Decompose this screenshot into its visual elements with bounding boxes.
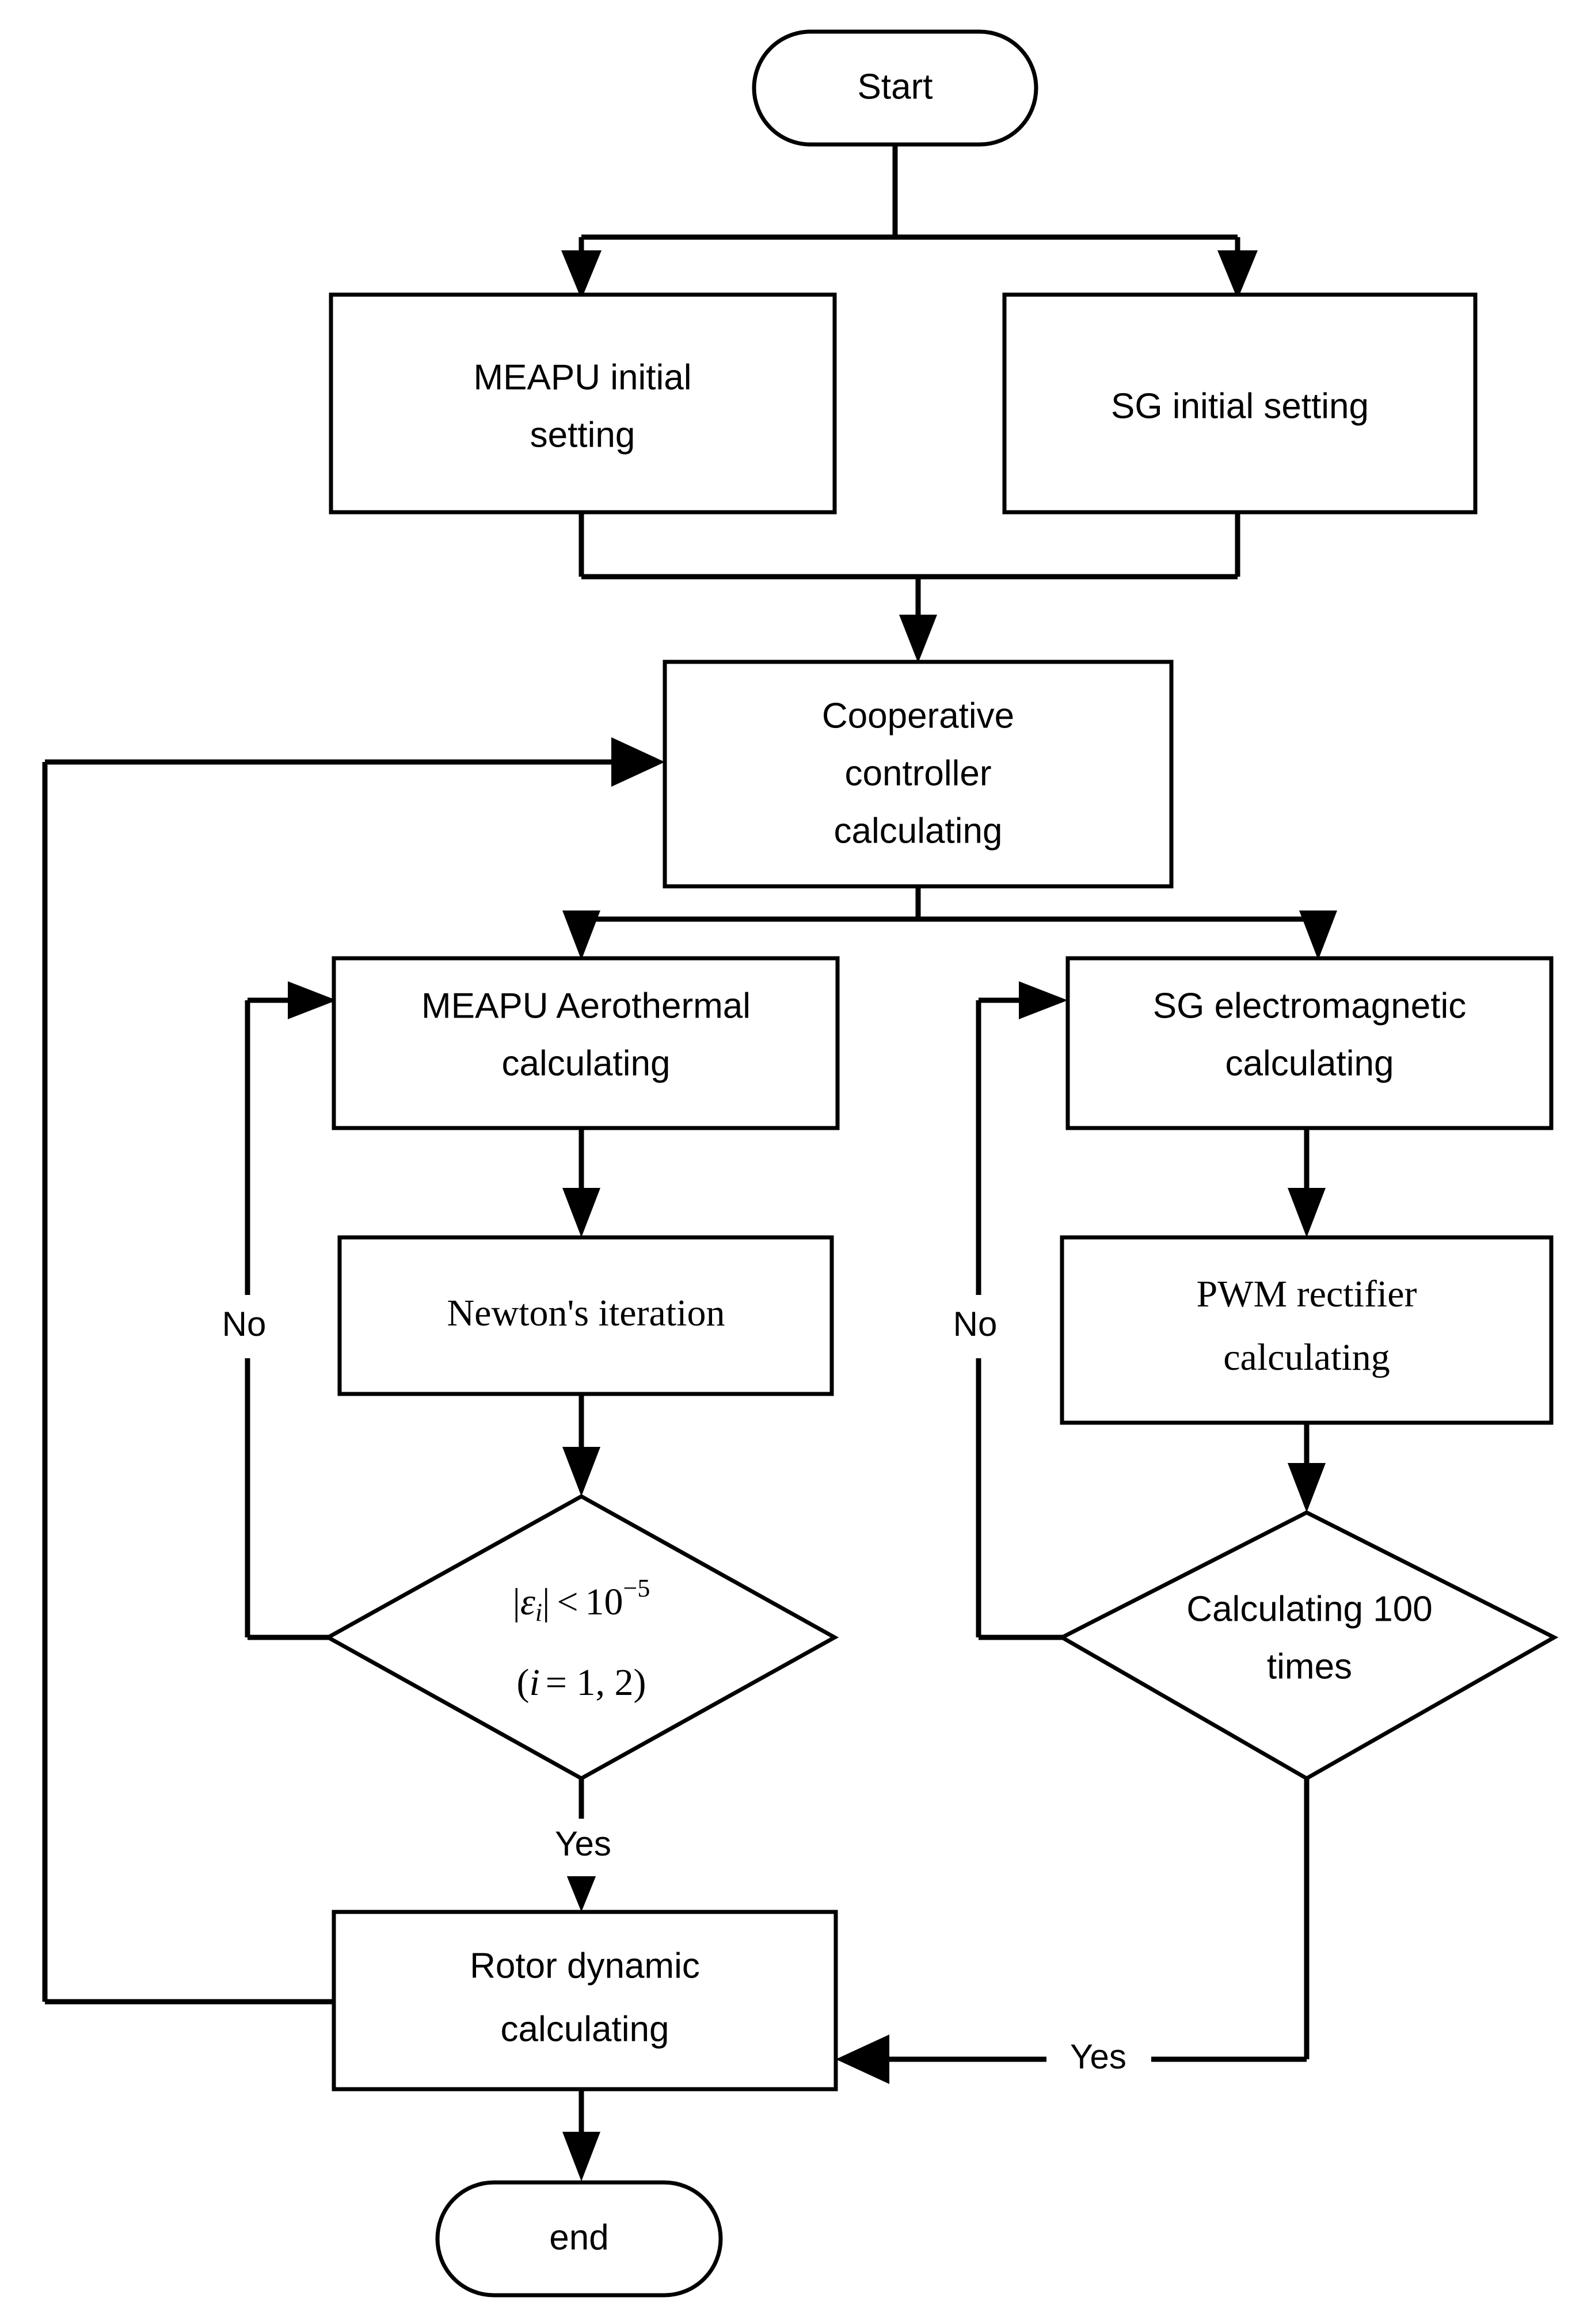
node-end-label: end (549, 2218, 608, 2257)
node-epsilon-condition-line1: |εi|<10−5 (513, 1574, 650, 1626)
node-start-label: Start (858, 67, 933, 106)
node-rotor-dynamic-calculating[interactable]: Rotor dynamic calculating (332, 1910, 838, 2091)
edge-label-count-yes: Yes (1046, 2027, 1151, 2089)
node-sg-em-line1: SG electromagnetic (1153, 986, 1466, 1026)
edge-start-to-split (561, 144, 1258, 299)
edge-label-epsilon-no-text: No (222, 1305, 267, 1343)
node-meapu-aerothermal-calculating[interactable]: MEAPU Aerothermal calculating (332, 956, 840, 1130)
node-rotor-line2: calculating (501, 2009, 669, 2049)
node-epsilon-condition-line2: (i= 1, 2) (516, 1662, 646, 1704)
epsilon-paren-close: ) (634, 1662, 646, 1704)
node-cooperative-line1: Cooperative (822, 696, 1014, 736)
node-meapu-initial-setting-line1: MEAPU initial (474, 357, 692, 397)
edge-newton-to-epsilon (562, 1393, 600, 1496)
epsilon-abs-open: | (513, 1581, 520, 1623)
node-pwm-rectifier-calculating[interactable]: PWM rectifier calculating (1060, 1235, 1554, 1425)
node-count-line1: Calculating 100 (1186, 1589, 1432, 1629)
edge-cooperative-to-branches (562, 886, 1337, 960)
edge-pwm-to-count (1288, 1422, 1326, 1512)
edge-label-count-no: No (921, 1295, 1030, 1358)
node-sg-initial-setting-label: SG initial setting (1111, 386, 1369, 426)
edge-label-epsilon-yes: Yes (518, 1819, 650, 1876)
epsilon-paren-open: ( (516, 1662, 529, 1704)
node-newtons-iteration[interactable]: Newton's iteration (337, 1235, 834, 1396)
node-cooperative-controller-calculating[interactable]: Cooperative controller calculating (663, 660, 1174, 889)
epsilon-base: 10 (585, 1581, 623, 1623)
node-pwm-line1: PWM rectifier (1196, 1273, 1417, 1315)
epsilon-abs-close: | (542, 1581, 550, 1623)
node-epsilon-tolerance-decision[interactable]: |εi|<10−5 (i= 1, 2) (323, 1494, 839, 1781)
edge-rotor-to-cooperative-feedback (42, 737, 665, 2005)
node-count-line2: times (1267, 1647, 1352, 1686)
epsilon-exponent: −5 (623, 1574, 650, 1602)
node-pwm-line2: calculating (1223, 1336, 1390, 1378)
edge-label-count-yes-text: Yes (1070, 2037, 1126, 2076)
edge-sgem-to-pwm (1288, 1128, 1326, 1237)
node-newtons-iteration-label: Newton's iteration (447, 1292, 725, 1334)
node-rotor-line1: Rotor dynamic (470, 1946, 700, 1986)
epsilon-subscript: i (535, 1598, 542, 1626)
node-sg-em-line2: calculating (1225, 1043, 1394, 1083)
epsilon-index-values: = 1, 2 (546, 1662, 634, 1704)
epsilon-symbol: ε (520, 1581, 535, 1623)
epsilon-less-than: < (557, 1581, 578, 1623)
edge-label-epsilon-yes-text: Yes (555, 1824, 611, 1863)
node-start[interactable]: Start (752, 29, 1038, 147)
node-cooperative-line2: controller (845, 753, 992, 793)
node-meapu-aero-line2: calculating (502, 1043, 671, 1083)
node-meapu-initial-setting-line2: setting (530, 415, 635, 455)
node-meapu-aero-line1: MEAPU Aerothermal (421, 986, 751, 1026)
node-sg-electromagnetic-calculating[interactable]: SG electromagnetic calculating (1065, 956, 1554, 1130)
node-end[interactable]: end (435, 2180, 723, 2298)
node-meapu-initial-setting[interactable]: MEAPU initial setting (329, 292, 837, 515)
node-cooperative-line3: calculating (834, 811, 1003, 851)
node-calculating-count-decision[interactable]: Calculating 100 times (1057, 1510, 1559, 1781)
edge-label-count-no-text: No (953, 1305, 998, 1343)
edge-initials-to-cooperative (578, 512, 1240, 663)
node-sg-initial-setting[interactable]: SG initial setting (1002, 292, 1478, 515)
epsilon-index-var: i (529, 1662, 539, 1704)
edge-rotor-to-end (562, 2089, 600, 2181)
edge-count-yes-to-rotor (836, 1778, 1310, 2084)
edge-label-epsilon-no: No (190, 1295, 299, 1358)
edge-aero-to-newton (562, 1128, 600, 1237)
